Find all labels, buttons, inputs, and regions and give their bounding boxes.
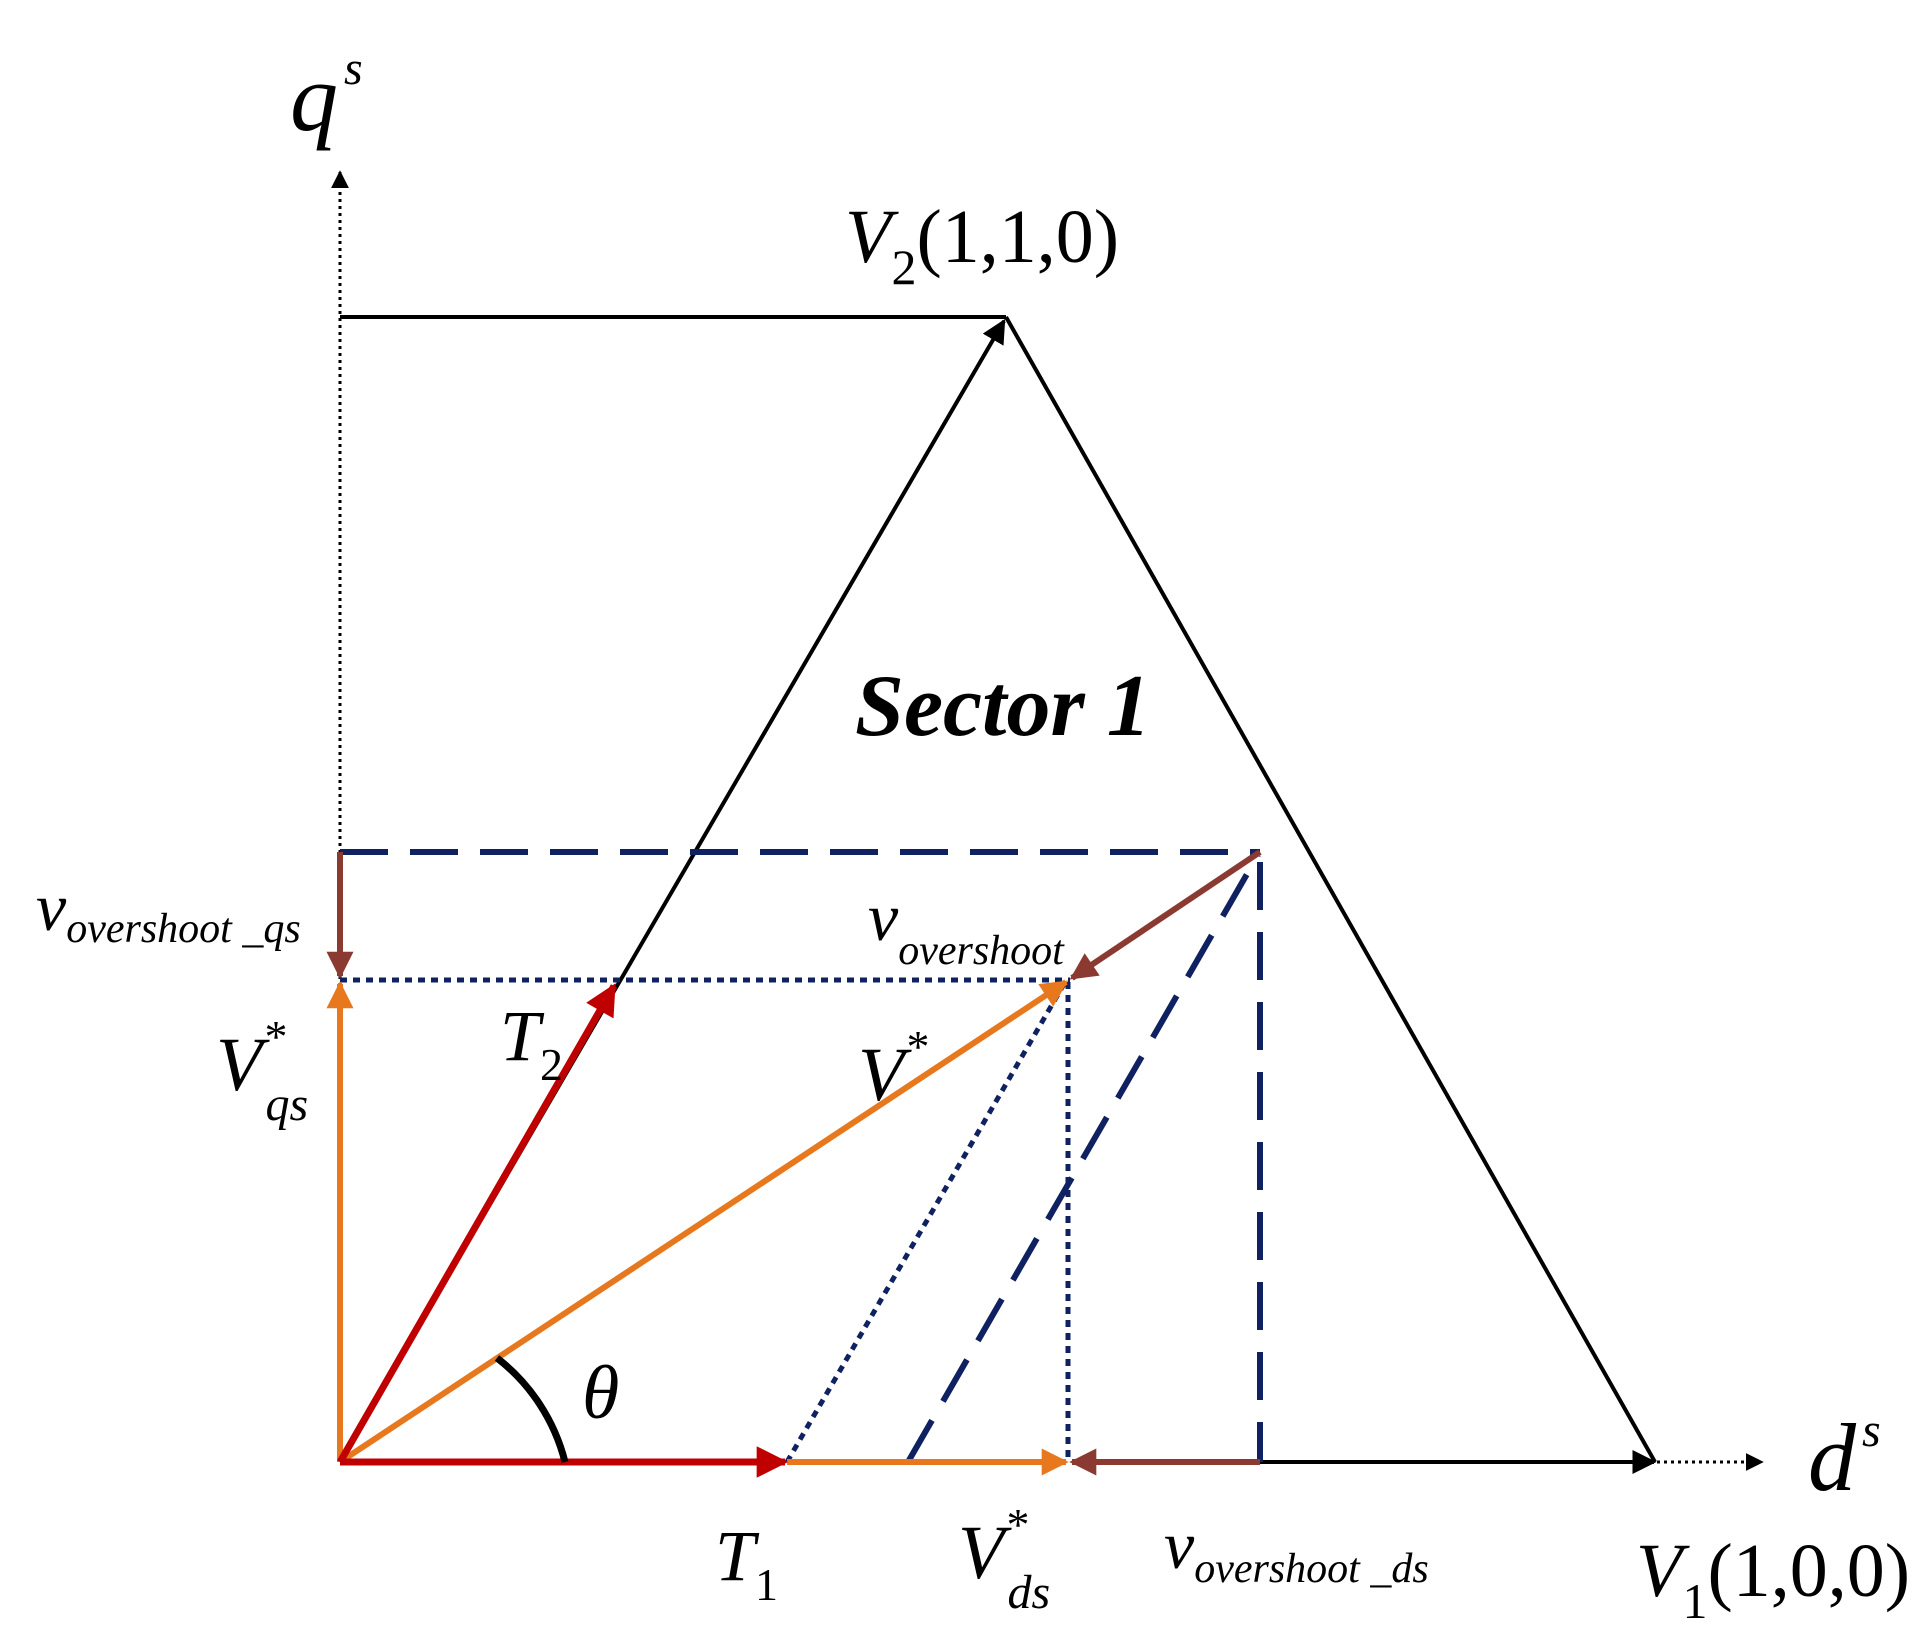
overshoot-parallel-dashed-line — [905, 853, 1261, 1464]
v-overshoot-qs-label: vovershoot _qs — [36, 869, 301, 952]
v-ds-star-label: V*ds — [958, 1499, 1050, 1619]
t2-parallel-dotted-line — [784, 982, 1067, 1464]
sector-label: Sector 1 — [855, 658, 1151, 755]
v1-label: V1(1,0,0) — [1636, 1529, 1910, 1626]
v-star-label: V* — [858, 1021, 929, 1117]
v-qs-star-label: V*qs — [216, 1011, 308, 1131]
t2-vector — [336, 983, 618, 1464]
theta-arc — [494, 1355, 569, 1463]
t2-label: T2 — [500, 996, 563, 1090]
v-overshoot-ds-label: vovershoot _ds — [1164, 1507, 1429, 1592]
v-overshoot-label: vovershoot — [868, 879, 1065, 974]
t1-label: T1 — [715, 1516, 778, 1610]
sector-boundary-edge — [1004, 316, 1657, 1463]
v-star-vector — [338, 979, 1069, 1465]
theta-label: θ — [582, 1351, 619, 1435]
v2-label: V2(1,1,0) — [845, 195, 1119, 295]
v-overshoot-vector — [1069, 849, 1262, 981]
